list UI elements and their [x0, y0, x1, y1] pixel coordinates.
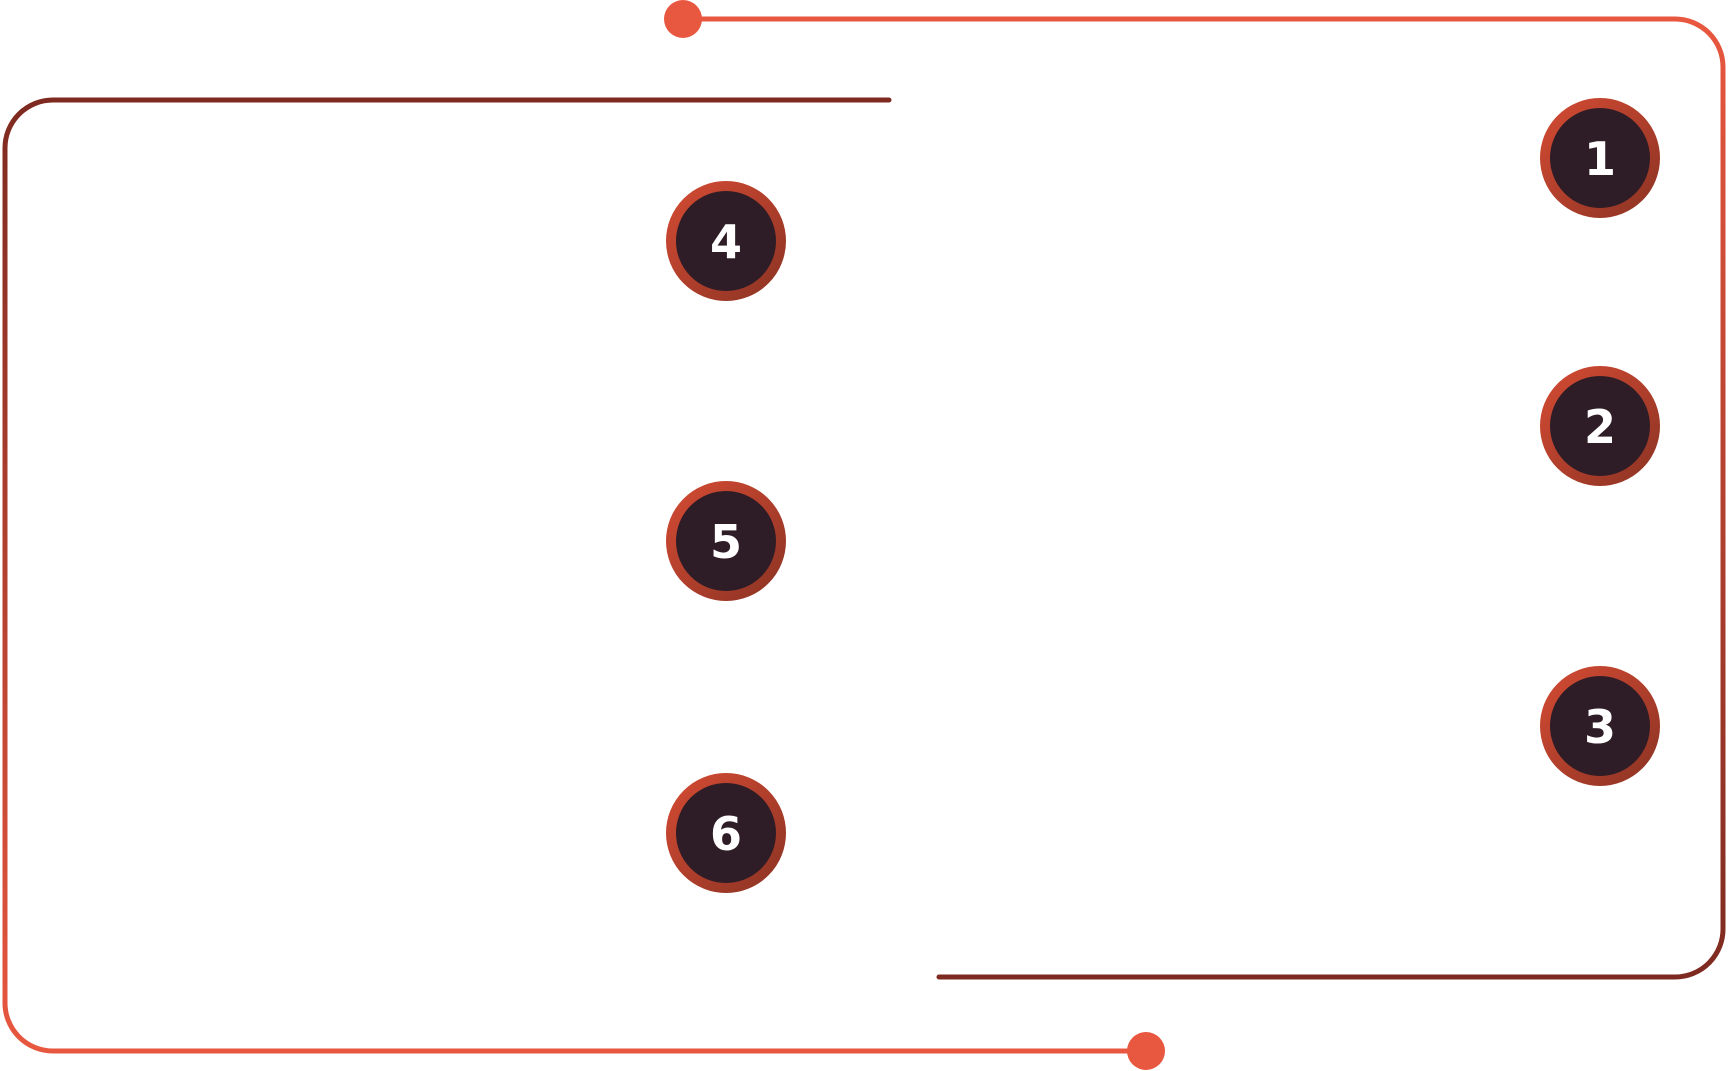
step-badge-5: 5 — [666, 481, 786, 601]
step-badge-1: 1 — [1540, 98, 1660, 218]
step-badge-4: 4 — [666, 181, 786, 301]
step-badge-6: 6 — [666, 773, 786, 893]
step-number: 1 — [1584, 132, 1616, 186]
step-number: 4 — [710, 215, 742, 269]
step-number: 3 — [1584, 700, 1616, 754]
right-connector-line — [680, 16, 1726, 980]
end-dot — [1127, 1032, 1165, 1070]
step-badge-2: 2 — [1540, 366, 1660, 486]
start-dot — [664, 0, 702, 38]
step-number: 6 — [710, 807, 742, 861]
step-number: 5 — [710, 515, 742, 569]
step-badge-3: 3 — [1540, 666, 1660, 786]
left-connector-line — [2, 97, 1149, 1054]
step-number: 2 — [1584, 400, 1616, 454]
